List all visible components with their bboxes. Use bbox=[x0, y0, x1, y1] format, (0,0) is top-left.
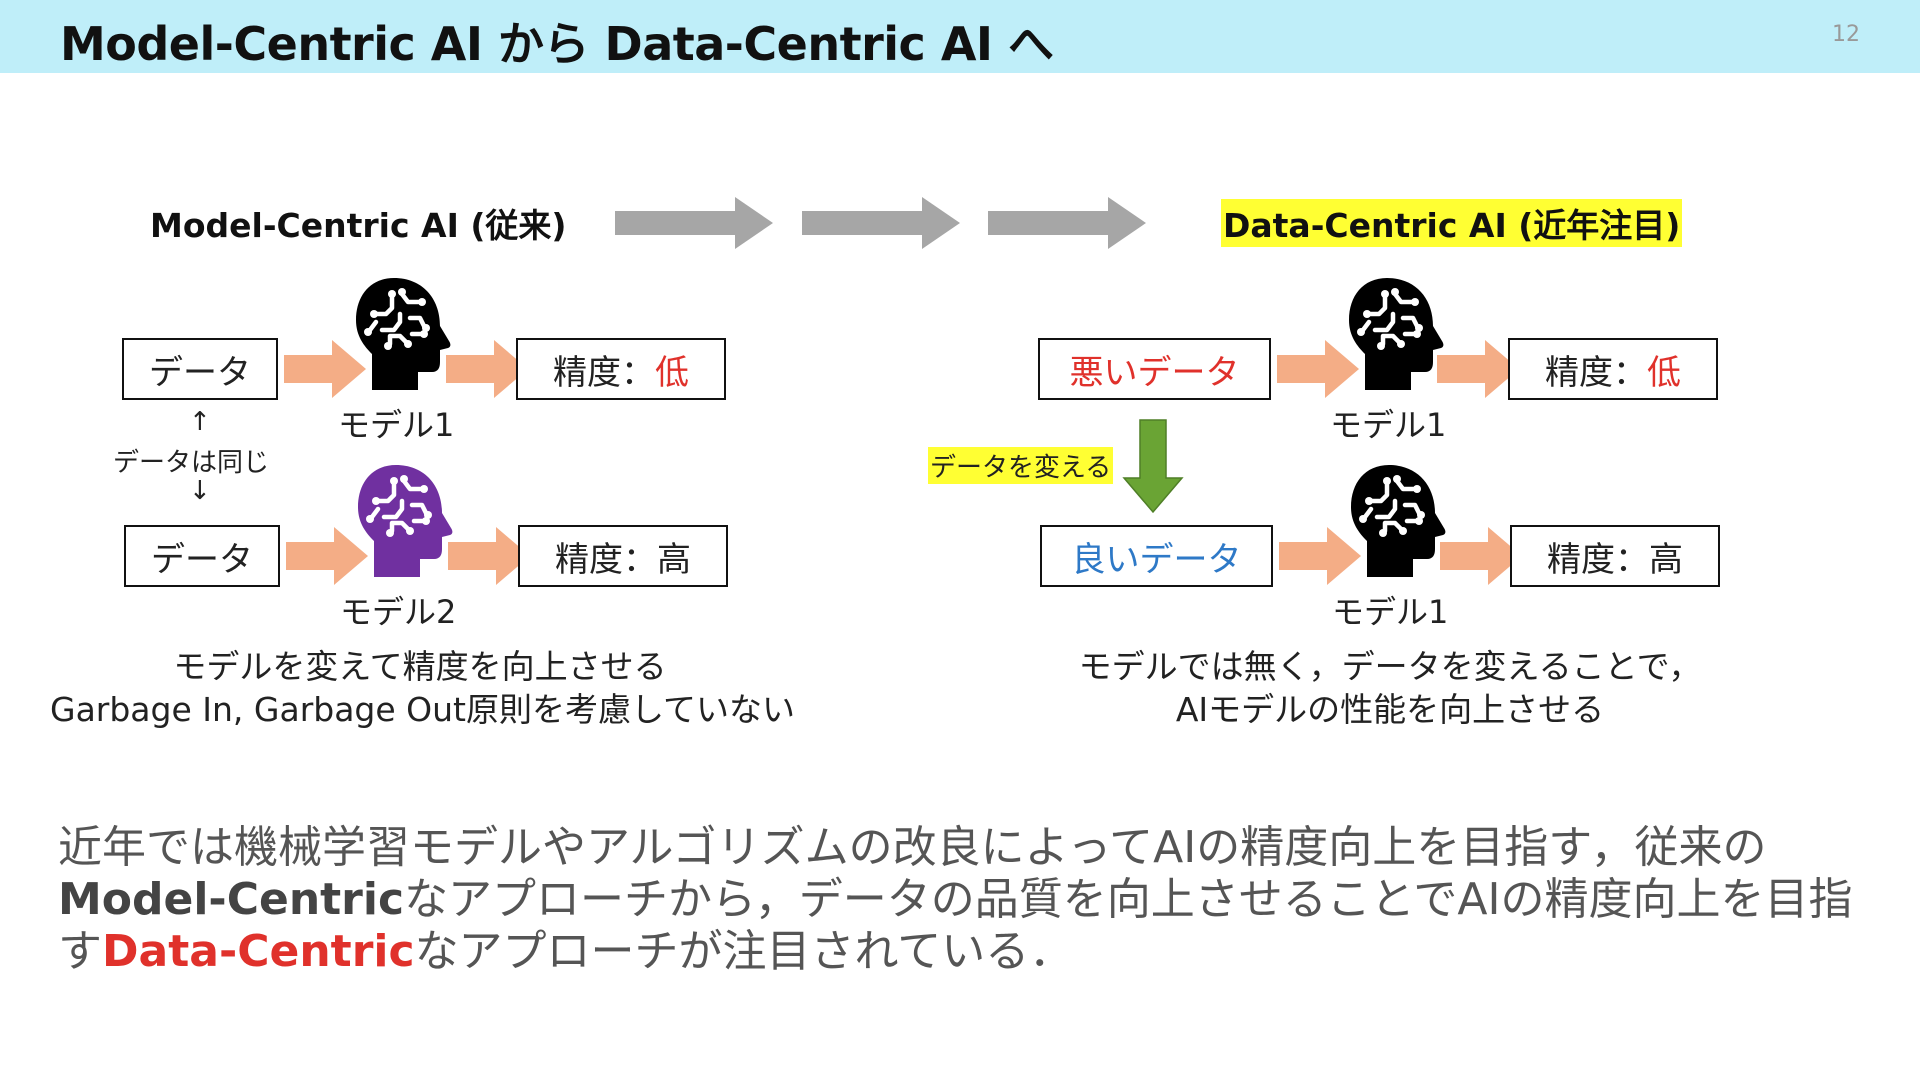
summary-data-centric: Data-Centric bbox=[102, 926, 415, 977]
summary-text: なアプローチが注目されている． bbox=[414, 926, 1074, 977]
process-arrow bbox=[446, 340, 528, 398]
slide-title: Model-Centric AI から Data-Centric AI へ bbox=[60, 17, 1054, 71]
summary-paragraph: 近年では機械学習モデルやアルゴリズムの改良によってAIの精度向上を目指す，従来の… bbox=[58, 822, 1878, 978]
left-caption: モデルを変えて精度を向上させる Garbage In, Garbage Out原… bbox=[50, 645, 796, 731]
accuracy-value-low: 低 bbox=[655, 352, 689, 393]
model-1-label: モデル1 bbox=[338, 406, 455, 444]
accuracy-label: 精度： bbox=[1545, 352, 1647, 393]
left-caption-line-1: モデルを変えて精度を向上させる bbox=[173, 647, 667, 686]
good-data-box: 良いデータ bbox=[1040, 525, 1273, 587]
left-caption-line-2: Garbage In, Garbage Out原則を考慮していない bbox=[50, 690, 796, 729]
right-caption-line-1: モデルでは無く，データを変えることで， bbox=[1078, 647, 1702, 686]
accuracy-label: 精度： bbox=[555, 539, 657, 580]
process-arrow bbox=[448, 527, 530, 585]
model-2-label: モデル2 bbox=[340, 593, 457, 631]
accuracy-label: 精度： bbox=[553, 352, 655, 393]
summary-model-centric: Model-Centric bbox=[58, 874, 405, 925]
process-arrow bbox=[1277, 340, 1359, 398]
accuracy-box-low: 精度：低 bbox=[1508, 338, 1718, 400]
summary-text: なアプローチから，データの品質を向上させることでAIの精度向上を目指す bbox=[58, 874, 1853, 977]
down-arrow-symbol: ↓ bbox=[189, 476, 211, 506]
accuracy-value-high: 高 bbox=[657, 539, 691, 580]
bad-data-box: 悪いデータ bbox=[1038, 338, 1271, 400]
bad-data-label: 悪いデータ bbox=[1069, 352, 1240, 393]
data-box-original: データ bbox=[122, 338, 278, 400]
change-data-note: データを変える bbox=[928, 447, 1114, 484]
change-data-arrow bbox=[1122, 419, 1184, 514]
page-number: 12 bbox=[1832, 22, 1860, 47]
data-box-label: データ bbox=[149, 352, 251, 393]
right-caption: モデルでは無く，データを変えることで， AIモデルの性能を向上させる bbox=[1000, 645, 1780, 731]
up-arrow-symbol: ↑ bbox=[189, 407, 211, 437]
accuracy-box-low: 精度：低 bbox=[516, 338, 726, 400]
data-box-same: データ bbox=[124, 525, 280, 587]
process-arrow bbox=[1279, 527, 1361, 585]
accuracy-box-high: 精度：高 bbox=[518, 525, 728, 587]
process-arrow bbox=[1437, 340, 1519, 398]
summary-text: 近年では機械学習モデルやアルゴリズムの改良によってAIの精度向上を目指す，従来の bbox=[58, 822, 1767, 873]
transition-arrow-2 bbox=[802, 197, 960, 249]
model-1-label: モデル1 bbox=[1332, 593, 1449, 631]
right-caption-line-2: AIモデルの性能を向上させる bbox=[1175, 690, 1605, 729]
title-bar: Model-Centric AI から Data-Centric AI へ 12 bbox=[0, 0, 1920, 73]
data-box-label: データ bbox=[151, 539, 253, 580]
ai-head-icon bbox=[1347, 461, 1447, 581]
accuracy-value-high: 高 bbox=[1649, 539, 1683, 580]
model-1-label: モデル1 bbox=[1330, 406, 1447, 444]
process-arrow bbox=[284, 340, 366, 398]
ai-head-icon bbox=[352, 274, 452, 394]
ai-head-icon bbox=[1345, 274, 1445, 394]
model-centric-heading: Model-Centric AI (従来) bbox=[150, 206, 567, 245]
process-arrow bbox=[286, 527, 368, 585]
transition-arrow-3 bbox=[988, 197, 1146, 249]
accuracy-value-low: 低 bbox=[1647, 352, 1681, 393]
process-arrow bbox=[1440, 527, 1522, 585]
accuracy-label: 精度： bbox=[1547, 539, 1649, 580]
data-centric-heading: Data-Centric AI (近年注目) bbox=[1221, 199, 1683, 247]
good-data-label: 良いデータ bbox=[1071, 539, 1242, 580]
same-data-note: データは同じ bbox=[113, 448, 270, 478]
accuracy-box-high: 精度：高 bbox=[1510, 525, 1720, 587]
transition-arrow-1 bbox=[615, 197, 773, 249]
ai-head-icon bbox=[354, 461, 454, 581]
